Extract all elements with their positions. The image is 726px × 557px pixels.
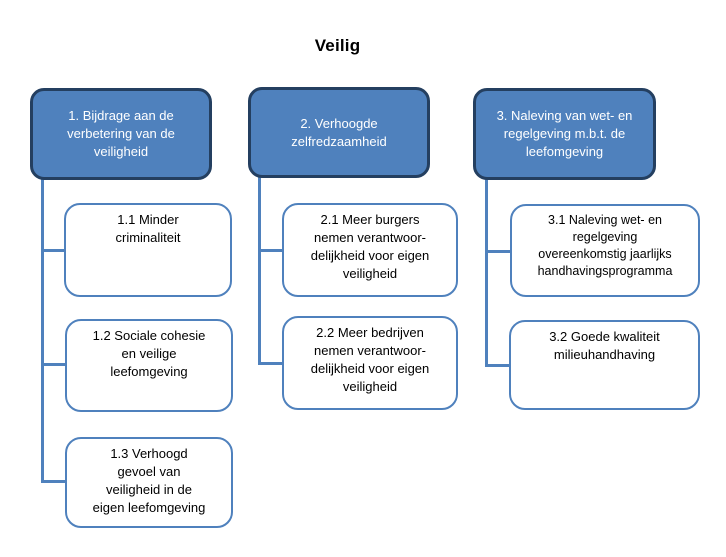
connector-vertical-col3 (485, 178, 488, 367)
connector-stub-1-1 (41, 249, 66, 252)
child-box-1-2: 1.2 Sociale cohesie en veilige leefomgev… (65, 319, 233, 412)
connector-stub-2-2 (258, 362, 284, 365)
header-box-1: 1. Bijdrage aan de verbetering van de ve… (30, 88, 212, 180)
child-box-2-2: 2.2 Meer bedrijven nemen verantwoor- del… (282, 316, 458, 410)
child-box-3-2: 3.2 Goede kwaliteit milieuhandhaving (509, 320, 700, 410)
connector-stub-3-2 (485, 364, 512, 367)
connector-stub-1-2 (41, 363, 66, 366)
diagram-title: Veilig (314, 36, 361, 55)
child-box-1-3: 1.3 Verhoogd gevoel van veiligheid in de… (65, 437, 233, 528)
header-box-2: 2. Verhoogde zelfredzaamheid (248, 87, 430, 178)
child-box-1-1: 1.1 Minder criminaliteit (64, 203, 232, 297)
connector-stub-3-1 (485, 250, 512, 253)
header-box-3: 3. Naleving van wet- en regelgeving m.b.… (473, 88, 656, 180)
child-box-2-1: 2.1 Meer burgers nemen verantwoor- delij… (282, 203, 458, 297)
child-box-3-1: 3.1 Naleving wet- en regelgeving overeen… (510, 204, 700, 297)
connector-stub-1-3 (41, 480, 66, 483)
connector-stub-2-1 (258, 249, 284, 252)
connector-vertical-col1 (41, 178, 44, 483)
connector-vertical-col2 (258, 176, 261, 365)
